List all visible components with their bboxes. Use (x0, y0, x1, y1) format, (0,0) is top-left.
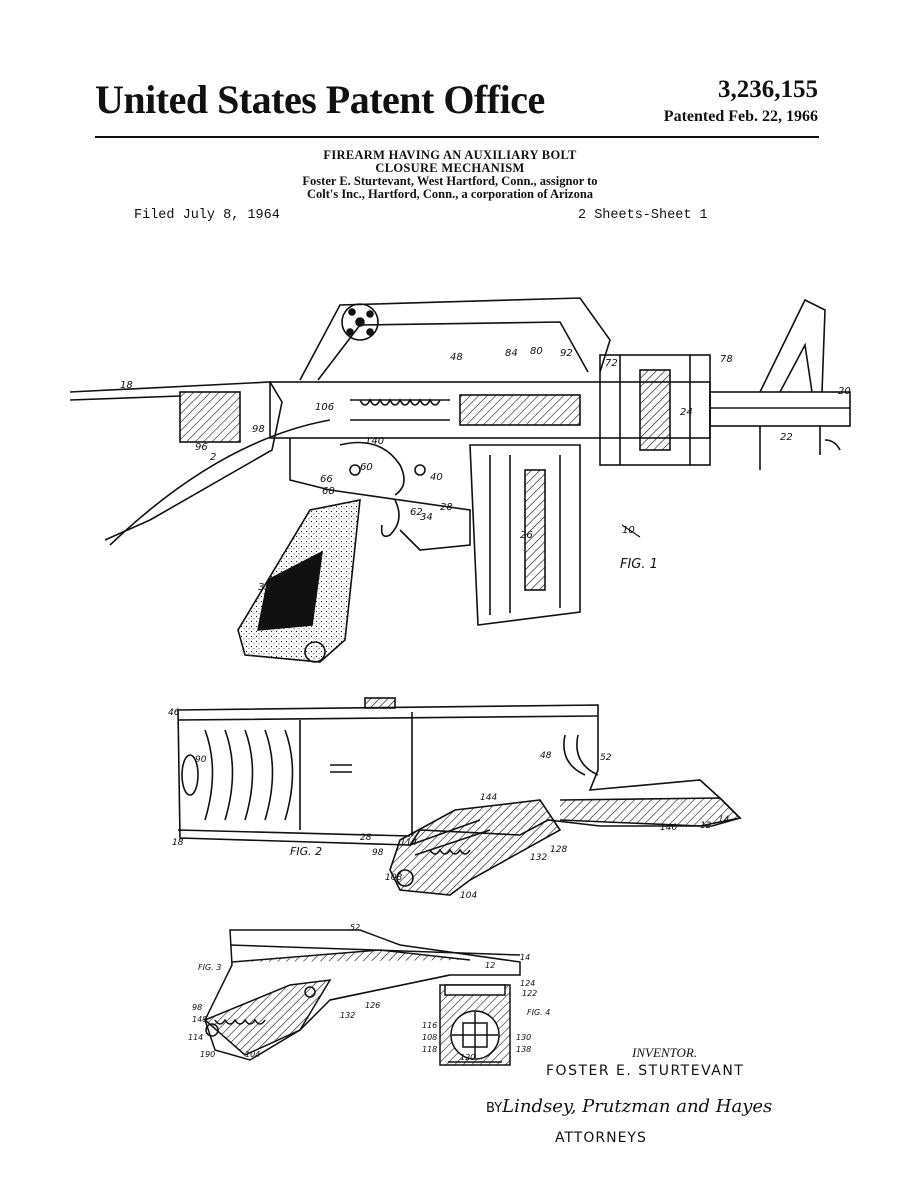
svg-text:106: 106 (315, 402, 334, 413)
fig1-reference-numerals: 18 20 22 24 26 32 34 48 84 80 92 72 78 98 106 14… (120, 346, 851, 593)
inventor-label: INVENTOR. (632, 1045, 698, 1060)
by-label: BY (486, 1101, 503, 1116)
svg-text:116: 116 (422, 1021, 437, 1030)
svg-text:98: 98 (252, 424, 265, 435)
svg-text:80: 80 (530, 346, 543, 357)
svg-text:92: 92 (560, 348, 573, 359)
svg-text:118: 118 (422, 1045, 437, 1054)
svg-text:96: 96 (195, 442, 208, 453)
svg-text:46: 46 (168, 708, 180, 718)
svg-text:98: 98 (192, 1003, 202, 1012)
fig4-section-drawing (439, 984, 511, 1066)
svg-text:122: 122 (522, 989, 537, 998)
svg-text:90: 90 (195, 755, 207, 765)
svg-text:62: 62 (410, 507, 423, 518)
svg-text:140: 140 (365, 436, 384, 447)
svg-text:114: 114 (188, 1033, 203, 1042)
svg-text:48: 48 (540, 751, 552, 761)
svg-text:126: 126 (365, 1001, 380, 1010)
fig2-bolt-carrier-drawing (177, 697, 742, 896)
svg-text:28: 28 (360, 833, 372, 843)
patent-number: 3,236,155 (718, 76, 818, 103)
fig4-label: FIG. 4 (527, 1008, 550, 1017)
svg-text:18: 18 (120, 380, 133, 391)
svg-text:132: 132 (530, 853, 547, 863)
svg-text:128: 128 (550, 845, 567, 855)
assignee-line: Colt's Inc., Hartford, Conn., a corporat… (306, 187, 594, 201)
svg-text:18: 18 (172, 838, 184, 848)
header-rule (95, 136, 819, 138)
svg-text:190: 190 (200, 1050, 215, 1059)
fig1-rifle-drawing (69, 297, 851, 663)
filed-date: Filed July 8, 1964 (134, 208, 280, 223)
svg-text:40: 40 (430, 472, 443, 483)
svg-text:24: 24 (680, 407, 693, 418)
patent-date: Patented Feb. 22, 1966 (663, 108, 818, 125)
attorney-signature-row: BYLindsey, Prutzman and Hayes (486, 1096, 772, 1117)
svg-text:12: 12 (700, 821, 712, 831)
svg-text:84: 84 (505, 348, 518, 359)
svg-text:124: 124 (520, 979, 535, 988)
svg-text:104: 104 (245, 1050, 260, 1059)
fig1-label: FIG. 1 (620, 557, 658, 572)
svg-text:108: 108 (422, 1033, 437, 1042)
inventor-line: Foster E. Sturtevant, West Hartford, Con… (302, 174, 598, 188)
svg-text:130: 130 (516, 1033, 531, 1042)
svg-text:144: 144 (480, 793, 497, 803)
svg-text:14: 14 (718, 815, 730, 825)
fig3-reference-numerals: 52 12 14 98 148 114 190 104 132 126 (188, 923, 530, 1059)
inventor-name: FOSTER E. STURTEVANT (546, 1063, 745, 1079)
svg-text:98: 98 (372, 848, 384, 858)
svg-text:140: 140 (660, 823, 677, 833)
attorney-signature: Lindsey, Prutzman and Hayes (502, 1096, 773, 1117)
svg-text:14: 14 (520, 953, 530, 962)
svg-text:148: 148 (192, 1015, 207, 1024)
svg-text:138: 138 (516, 1045, 531, 1054)
svg-text:28: 28 (440, 502, 453, 513)
svg-text:120: 120 (460, 1053, 475, 1062)
svg-text:12: 12 (485, 961, 495, 970)
svg-text:52: 52 (600, 753, 612, 763)
sheet-count: 2 Sheets-Sheet 1 (578, 208, 708, 223)
svg-text:66: 66 (320, 474, 333, 485)
svg-text:132: 132 (340, 1011, 355, 1020)
svg-text:2: 2 (210, 452, 216, 463)
svg-text:52: 52 (350, 923, 360, 932)
attorneys-label: ATTORNEYS (555, 1130, 647, 1146)
svg-text:48: 48 (450, 352, 463, 363)
svg-text:26: 26 (520, 530, 533, 541)
svg-text:34: 34 (420, 512, 433, 523)
patent-office-heading: United States Patent Office (95, 77, 545, 122)
fig1-ref-numeral: 10 (622, 525, 635, 536)
svg-text:72: 72 (605, 358, 618, 369)
title-line-1: FIREARM HAVING AN AUXILIARY BOLT (323, 148, 577, 162)
fig1-leader-arrow (621, 524, 641, 538)
fig3-latch-detail-drawing (203, 929, 521, 1061)
fig2-label: FIG. 2 (290, 845, 322, 858)
svg-text:32: 32 (258, 582, 271, 593)
title-line-2: CLOSURE MECHANISM (375, 161, 525, 175)
svg-text:78: 78 (720, 354, 733, 365)
svg-text:104: 104 (460, 891, 477, 901)
svg-text:22: 22 (780, 432, 793, 443)
svg-text:114: 114 (400, 838, 417, 848)
svg-text:60: 60 (360, 462, 373, 473)
svg-text:20: 20 (838, 386, 851, 397)
svg-text:108: 108 (385, 873, 402, 883)
fig3-label: FIG. 3 (198, 963, 221, 972)
svg-text:68: 68 (322, 486, 335, 497)
